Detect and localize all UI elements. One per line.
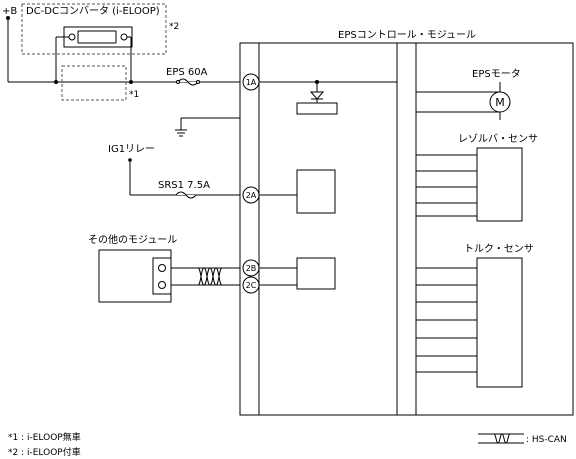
eps-fuse bbox=[177, 78, 199, 86]
eps-fuse-label: EPS 60A bbox=[166, 67, 208, 78]
dcdc-converter-label: DC-DCコンバータ (i-ELOOP) bbox=[26, 5, 160, 17]
diode-symbol bbox=[309, 91, 325, 100]
other-module-connector bbox=[152, 257, 172, 295]
note-marker-1: *1 bbox=[129, 90, 139, 100]
srs-fuse bbox=[175, 191, 197, 199]
note1-dashed-box bbox=[61, 65, 127, 101]
pin-2c-label: 2C bbox=[246, 281, 257, 290]
note-1: *1 : i-ELOOP無車 bbox=[8, 431, 81, 443]
pin-2b-label: 2B bbox=[246, 264, 257, 273]
torque-sensor-box bbox=[476, 257, 523, 388]
resolver-sensor-label: レゾルバ・センサ bbox=[458, 133, 538, 145]
torque-sensor-label: トルク・センサ bbox=[464, 243, 534, 255]
can-circuit-block bbox=[296, 257, 336, 290]
ig1-relay-label: IG1リレー bbox=[108, 144, 155, 155]
other-module-terminal-1 bbox=[158, 264, 166, 272]
note-marker-2: *2 bbox=[169, 22, 179, 32]
other-module-terminal-2 bbox=[158, 281, 166, 289]
eps-fuse-end-b bbox=[196, 80, 200, 84]
dcdc-terminal-right bbox=[120, 33, 128, 41]
eps-module-label: EPSコントロール・モジュール bbox=[338, 30, 476, 41]
plus-b-label: +B bbox=[2, 6, 17, 17]
eps-fuse-end-a bbox=[176, 80, 180, 84]
resolver-sensor-box bbox=[476, 147, 523, 222]
note-2: *2 : i-ELOOP付車 bbox=[8, 446, 81, 458]
srs-fuse-label: SRS1 7.5A bbox=[158, 180, 210, 191]
eps-motor bbox=[489, 91, 511, 113]
other-module-label: その他のモジュール bbox=[88, 233, 177, 246]
dcdc-converter-outline bbox=[21, 3, 167, 55]
pin-2a-label: 2A bbox=[246, 191, 257, 200]
legend-hs-can: : HS-CAN bbox=[526, 435, 567, 445]
twisted-pair bbox=[197, 267, 223, 286]
power-circuit-block bbox=[296, 102, 338, 115]
legend-twisted-pair bbox=[493, 433, 511, 444]
srs-circuit-block bbox=[296, 169, 336, 214]
pin-1a-label: 1A bbox=[246, 78, 257, 87]
dcdc-terminal-left bbox=[68, 33, 76, 41]
eps-motor-symbol: M bbox=[495, 96, 505, 109]
eps-module-box bbox=[239, 42, 574, 416]
eps-motor-label: EPSモータ bbox=[472, 68, 521, 80]
